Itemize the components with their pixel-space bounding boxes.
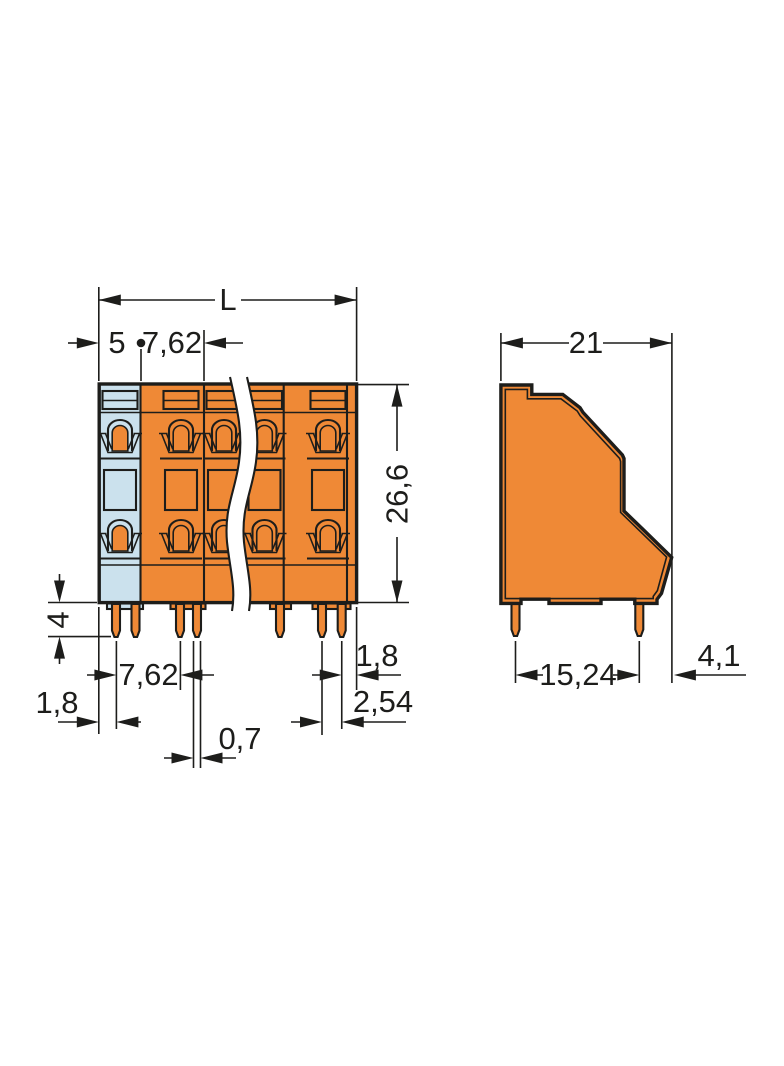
end-section-blue (99, 384, 141, 603)
dim-height: 26,6 (380, 384, 415, 603)
side-outline (499, 383, 674, 606)
dim-label-pin-pair-spacing: 2,54 (353, 684, 413, 719)
dim-label-pin-to-edge: 4,1 (697, 638, 740, 673)
dim-label-pole-pitch: 7,62 (142, 325, 202, 360)
dim-pin-pair-spacing: 2,54 (291, 684, 413, 728)
front-view: L 5 7,62 26,6 (35, 282, 415, 768)
dim-label-pin-width: 0,7 (218, 721, 261, 756)
side-housing (499, 383, 674, 638)
dim-pin-to-edge: 4,1 (673, 638, 746, 681)
dim-label-depth: 21 (569, 325, 603, 360)
dim-depth: 21 (500, 325, 672, 360)
dim-pin-row-spacing: 15,24 (515, 657, 640, 692)
dim-overall-width: L (98, 282, 357, 317)
dim-label-pin-row-pitch: 7,62 (118, 657, 178, 692)
side-dimensions: 21 15,24 4,1 (500, 325, 746, 692)
dim-pin-to-right-edge: 1,8 (312, 638, 401, 681)
dim-label-height: 26,6 (380, 464, 415, 524)
front-outline (97, 382, 359, 605)
front-dimensions: L 5 7,62 26,6 (35, 282, 415, 768)
side-inner-line (504, 388, 668, 600)
dim-end-section: 5 (68, 325, 146, 360)
pole-dividers (139, 385, 349, 602)
extension-lines (48, 287, 409, 768)
dim-label-pin-row-spacing: 15,24 (539, 657, 617, 692)
dim-pin-length: 4 (41, 574, 76, 664)
mounting-foot (169, 602, 207, 611)
dimension-dot (136, 338, 146, 348)
mounting-foot (105, 602, 145, 611)
dim-pole-pitch: 7,62 (142, 325, 243, 360)
break-line (225, 376, 259, 612)
dim-label-left-edge-to-pin: 1,8 (35, 685, 78, 720)
dim-label-overall-width: L (219, 282, 236, 317)
dim-pin-width: 0,7 (164, 721, 262, 764)
mounting-foot (311, 602, 352, 611)
dim-left-edge-to-pin: 1,8 (35, 685, 141, 728)
dim-label-pin-to-right-edge: 1,8 (355, 638, 398, 673)
dim-label-end-section: 5 (108, 325, 125, 360)
dim-pin-row-pitch: 7,62 (87, 657, 214, 692)
extension-lines (500, 333, 673, 683)
dim-label-pin-length: 4 (41, 611, 76, 628)
side-view: 21 15,24 4,1 (499, 325, 746, 692)
